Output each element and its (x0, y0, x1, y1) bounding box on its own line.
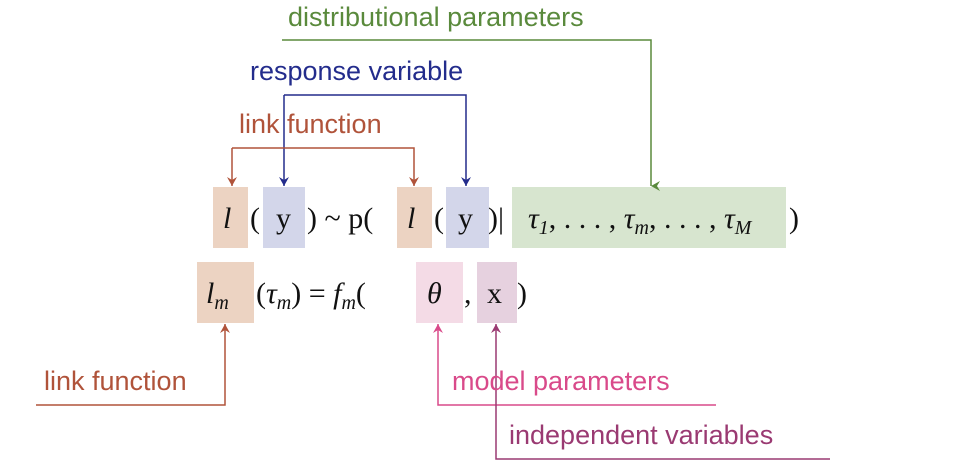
eq2-close-paren: ) (517, 277, 527, 310)
eq1-link-2: l (407, 202, 415, 235)
model-parameters-arrow (433, 324, 716, 406)
f-open-paren: ( (356, 277, 366, 310)
box-link-2 (397, 187, 432, 248)
distributional-parameters-label: distributional parameters (288, 2, 584, 32)
model-parameters-label: model parameters (452, 366, 670, 396)
tau-m-sub: m (635, 217, 649, 239)
eq2-comma: , (464, 277, 472, 310)
tau-M: τ (724, 202, 736, 235)
eq2-theta: θ (427, 277, 442, 310)
tau-M-sub: M (734, 217, 753, 239)
independent-variables-label: independent variables (509, 420, 773, 450)
tau-1: τ (528, 202, 540, 235)
arg-close-eq: ) = (291, 277, 333, 310)
tau-1-sub: 1 (539, 217, 549, 239)
link-function-top-arrow-right (232, 147, 419, 186)
sep-1: , . . . , (549, 202, 624, 235)
link-m-sub: m (214, 292, 228, 314)
box-link-1 (213, 187, 248, 248)
box-distributional-params (512, 187, 786, 248)
response-variable-label: response variable (250, 56, 463, 86)
sep-2: , . . . , (649, 202, 724, 235)
link-function-top-label: link function (239, 109, 382, 139)
eq1-open-paren: ( (250, 202, 260, 235)
box-response-1 (263, 187, 305, 248)
eq2-x: x (487, 277, 502, 310)
eq1-close-tilde-p: ) ~ p( (307, 202, 373, 235)
link-function-bottom-arrow (36, 324, 230, 406)
eq2-link-m: lm (206, 277, 229, 314)
eq1-close-paren: ) (789, 202, 799, 235)
eq1-response: y (276, 202, 291, 235)
link-m: l (206, 277, 214, 310)
independent-variables-arrow (491, 324, 830, 460)
eq1-close-bar: )| (488, 202, 504, 235)
arg-tau-sub: m (277, 292, 291, 314)
eq1-close-tilde-text: ) ~ p( (307, 202, 373, 235)
box-response-2 (446, 187, 489, 248)
arg-open: ( (256, 277, 266, 310)
box-x (477, 262, 517, 323)
box-theta (416, 262, 463, 323)
tau-m: τ (624, 202, 636, 235)
eq1-open-paren-2: ( (434, 202, 444, 235)
box-link-m (197, 262, 254, 323)
f-sub: m (341, 292, 355, 314)
arg-tau: τ (266, 277, 278, 310)
distributional-parameters-arrow (282, 39, 660, 191)
link-function-bottom-label: link function (44, 366, 187, 396)
eq1-response-2: y (458, 202, 473, 235)
eq1-distributional-params: τ1, . . . , τm, . . . , τM (528, 202, 753, 239)
response-variable-arrow-right (284, 94, 471, 186)
eq1-link: l (223, 202, 231, 235)
eq2-argument: (τm) = fm( (256, 277, 366, 314)
